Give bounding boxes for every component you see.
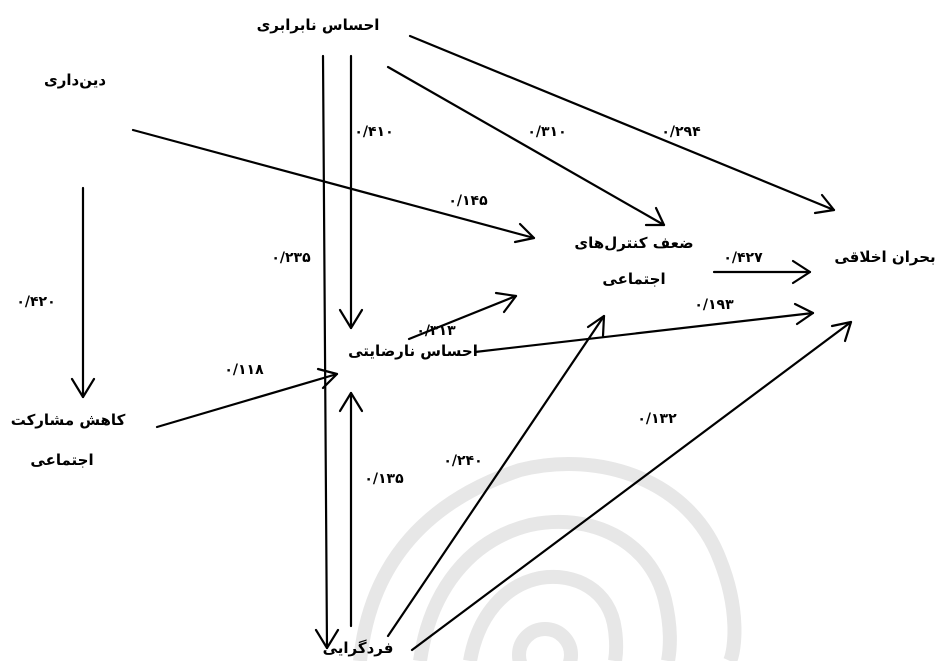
- node-dissatisfaction: احساس نارضایتی: [348, 342, 478, 360]
- arrows: [70, 34, 853, 652]
- coefficient-labels: ۰/۴۱۰ ۰/۳۱۰ ۰/۲۹۴ ۰/۱۴۵ ۰/۲۳۵ ۰/۴۲۷ ۰/۴۲…: [16, 124, 763, 487]
- arrow-inequality-to-moral-crisis: [408, 34, 836, 215]
- node-inequality: احساس نابرابری: [257, 16, 380, 34]
- node-individualism: فردگرایی: [323, 639, 394, 657]
- arrow-religiosity-to-social-control: [131, 128, 536, 244]
- coef-religiosity-to-social-control: ۰/۱۴۵: [448, 193, 488, 209]
- coef-participation-to-dissatisfaction: ۰/۱۱۸: [224, 362, 264, 378]
- node-religiosity: دین‌داری: [44, 71, 106, 89]
- node-social-control-line2: اجتماعی: [602, 270, 665, 288]
- coef-religiosity-to-participation: ۰/۴۲۰: [16, 294, 55, 310]
- arrow-participation-to-dissatisfaction: [155, 367, 339, 429]
- coef-dissatisfaction-to-social-control: ۰/۳۱۳: [416, 323, 456, 339]
- node-moral-crisis: بحران اخلاقی: [834, 248, 935, 266]
- coef-social-control-to-moral-crisis: ۰/۴۲۷: [723, 250, 763, 266]
- node-participation-line1: کاهش مشارکت: [11, 411, 126, 429]
- arrow-individualism-to-moral-crisis: [410, 320, 853, 652]
- arrow-dissatisfaction-to-moral-crisis: [473, 302, 815, 354]
- arrow-dissatisfaction-to-social-control: [407, 291, 518, 341]
- coef-individualism-to-dissatisfaction: ۰/۱۳۵: [364, 471, 404, 487]
- watermark-ornament: [353, 457, 742, 661]
- coef-individualism-to-moral-crisis: ۰/۱۳۲: [637, 411, 677, 427]
- coef-individualism-to-social-control: ۰/۲۴۰: [443, 453, 482, 469]
- arrow-inequality-to-social-control: [386, 65, 666, 227]
- arrow-religiosity-to-participation: [70, 186, 96, 399]
- node-participation-line2: اجتماعی: [30, 451, 93, 469]
- coef-inequality-to-dissatisfaction: ۰/۴۱۰: [354, 124, 393, 140]
- arrow-social-control-to-moral-crisis: [712, 259, 812, 285]
- coef-dissatisfaction-to-moral-crisis: ۰/۱۹۳: [694, 297, 734, 313]
- arrow-inequality-to-dissatisfaction: [338, 54, 364, 330]
- coef-inequality-to-individualism: ۰/۲۳۵: [271, 250, 311, 266]
- node-labels: احساس نابرابری دین‌داری ضعف کنترل‌های اج…: [11, 16, 936, 657]
- coef-inequality-to-moral-crisis: ۰/۲۹۴: [661, 124, 701, 140]
- coef-inequality-to-social-control: ۰/۳۱۰: [527, 124, 566, 140]
- arrow-individualism-to-dissatisfaction: [338, 391, 364, 628]
- arrow-individualism-to-social-control: [386, 314, 606, 638]
- arrow-inequality-to-individualism: [314, 54, 340, 650]
- node-social-control-line1: ضعف کنترل‌های: [574, 234, 693, 252]
